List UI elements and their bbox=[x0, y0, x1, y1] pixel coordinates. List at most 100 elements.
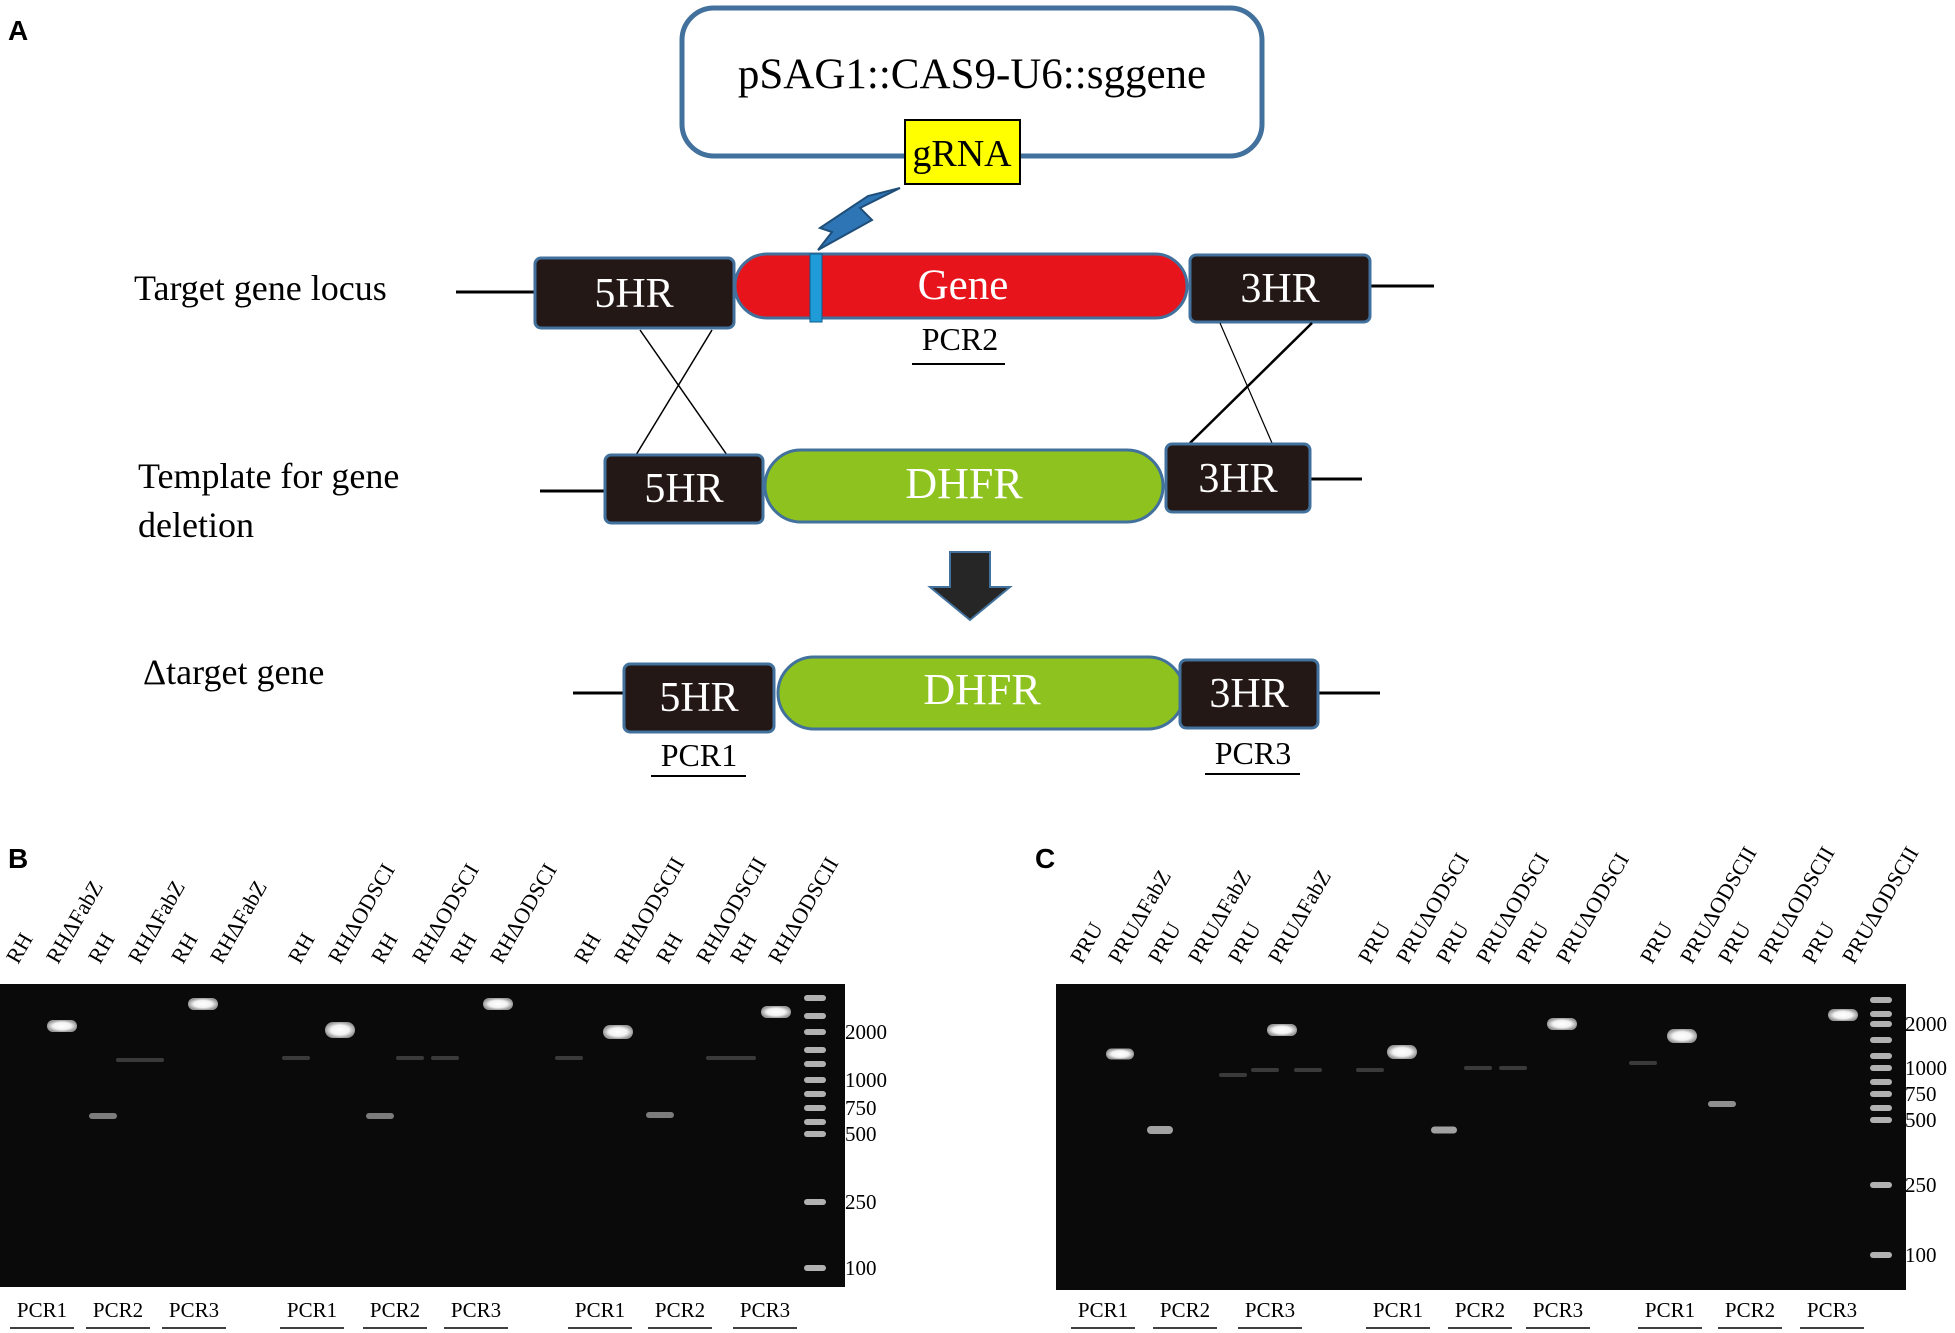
lane-label: RH bbox=[1, 928, 38, 967]
ladder-band bbox=[1870, 1252, 1892, 1258]
gel-band bbox=[47, 1020, 77, 1032]
pcr1-label-a: PCR1 bbox=[661, 737, 737, 773]
faint-band bbox=[1499, 1066, 1527, 1070]
lane-label: PRUΔODSCI bbox=[1551, 849, 1634, 968]
ladder-band bbox=[1870, 1037, 1892, 1043]
svg-text:DHFR: DHFR bbox=[923, 665, 1041, 714]
grna-label: gRNA bbox=[912, 133, 1012, 175]
plasmid-label: pSAG1::CAS9-U6::sggene bbox=[738, 51, 1206, 98]
marker-label: 750 bbox=[845, 1096, 877, 1120]
lane-label: PRUΔFabZ bbox=[1263, 865, 1336, 967]
gel-band bbox=[646, 1112, 674, 1118]
marker-label: 500 bbox=[1905, 1108, 1937, 1132]
pcr-label: PCR1 bbox=[1645, 1298, 1695, 1322]
ladder-band bbox=[804, 1105, 826, 1111]
marker-label: 250 bbox=[845, 1190, 877, 1214]
row2-5hr: 5HR bbox=[603, 453, 765, 525]
ladder-band bbox=[1870, 1053, 1892, 1059]
lane-label: PRU bbox=[1353, 918, 1396, 968]
ladder-band bbox=[804, 1119, 826, 1125]
lane-label: RH bbox=[83, 928, 120, 967]
gene-label: Gene bbox=[918, 262, 1009, 309]
gene-body: Gene bbox=[733, 252, 1189, 323]
ladder-band bbox=[1870, 1011, 1892, 1017]
pcr2-label-a: PCR2 bbox=[922, 321, 998, 357]
pcr-label: PCR3 bbox=[1807, 1298, 1857, 1322]
lane-label: PRU bbox=[1431, 918, 1474, 968]
ladder-band bbox=[1870, 997, 1892, 1003]
pcr-label: PCR1 bbox=[287, 1298, 337, 1322]
panel-b-label: B bbox=[8, 843, 28, 874]
gel-band bbox=[1147, 1126, 1173, 1134]
faint-band bbox=[1464, 1066, 1492, 1070]
pcr-label: PCR2 bbox=[1160, 1298, 1210, 1322]
faint-band bbox=[1251, 1068, 1279, 1072]
svg-text:5HR: 5HR bbox=[659, 675, 738, 721]
gel-band bbox=[325, 1022, 355, 1038]
gel-band bbox=[483, 998, 513, 1010]
gel-band bbox=[188, 998, 218, 1010]
row3-3hr: 3HR bbox=[1178, 658, 1320, 730]
ladder-band bbox=[1870, 1117, 1892, 1123]
pcr-label: PCR3 bbox=[169, 1298, 219, 1322]
lane-label: RH bbox=[569, 928, 606, 967]
ladder-band bbox=[804, 1013, 826, 1019]
panel-a-label: A bbox=[8, 15, 28, 46]
faint-band bbox=[1219, 1073, 1247, 1077]
faint-band bbox=[728, 1056, 756, 1060]
down-arrow-icon bbox=[927, 551, 1013, 622]
pcr-label: PCR1 bbox=[1078, 1298, 1128, 1322]
svg-text:5HR: 5HR bbox=[644, 466, 723, 512]
faint-band bbox=[1356, 1068, 1384, 1072]
ladder-band bbox=[804, 1199, 826, 1205]
marker-label: 750 bbox=[1905, 1082, 1937, 1106]
ladder-band bbox=[1870, 1021, 1892, 1027]
faint-band bbox=[1294, 1068, 1322, 1072]
lane-label: PRU bbox=[1143, 918, 1186, 968]
marker-label: 500 bbox=[845, 1122, 877, 1146]
gel-b bbox=[0, 984, 845, 1287]
row1-label: Target gene locus bbox=[134, 268, 387, 308]
pcr-label: PCR2 bbox=[655, 1298, 705, 1322]
pcr-label: PCR3 bbox=[1533, 1298, 1583, 1322]
lane-label: RH bbox=[651, 928, 688, 967]
plasmid-construct: pSAG1::CAS9-U6::sggene bbox=[679, 5, 1265, 159]
gel-band bbox=[1547, 1018, 1577, 1030]
row2-label-line1: Template for gene bbox=[138, 456, 399, 496]
faint-band bbox=[1629, 1061, 1657, 1065]
marker-label: 250 bbox=[1905, 1173, 1937, 1197]
pcr-label: PCR1 bbox=[575, 1298, 625, 1322]
lane-label: PRU bbox=[1511, 918, 1554, 968]
ladder-band bbox=[804, 1061, 826, 1067]
ladder-band bbox=[1870, 1105, 1892, 1111]
ladder-band bbox=[1870, 1079, 1892, 1085]
faint-band bbox=[706, 1056, 734, 1060]
gel-band bbox=[761, 1006, 791, 1018]
gel-band bbox=[1667, 1029, 1697, 1043]
lane-label: RHΔODSCII bbox=[763, 853, 844, 968]
pcr-label: PCR3 bbox=[451, 1298, 501, 1322]
pcr-label: PCR1 bbox=[1373, 1298, 1423, 1322]
ladder-band bbox=[804, 1047, 826, 1053]
gel-band bbox=[1828, 1009, 1858, 1021]
row3-5hr: 5HR bbox=[622, 662, 776, 734]
gel-band bbox=[1387, 1045, 1417, 1059]
faint-band bbox=[282, 1056, 310, 1060]
pcr3-label-a: PCR3 bbox=[1215, 735, 1291, 771]
pcr-label: PCR2 bbox=[1455, 1298, 1505, 1322]
pcr-label: PCR2 bbox=[370, 1298, 420, 1322]
faint-band bbox=[116, 1058, 144, 1062]
ladder-band bbox=[1870, 1182, 1892, 1188]
gel-band bbox=[1708, 1101, 1736, 1107]
gel-band bbox=[1267, 1024, 1297, 1036]
ladder-band bbox=[1870, 1091, 1892, 1097]
svg-text:3HR: 3HR bbox=[1209, 671, 1288, 717]
pcr-label: PCR2 bbox=[93, 1298, 143, 1322]
ladder-band bbox=[1870, 1065, 1892, 1071]
lightning-bolt-icon bbox=[817, 187, 901, 251]
